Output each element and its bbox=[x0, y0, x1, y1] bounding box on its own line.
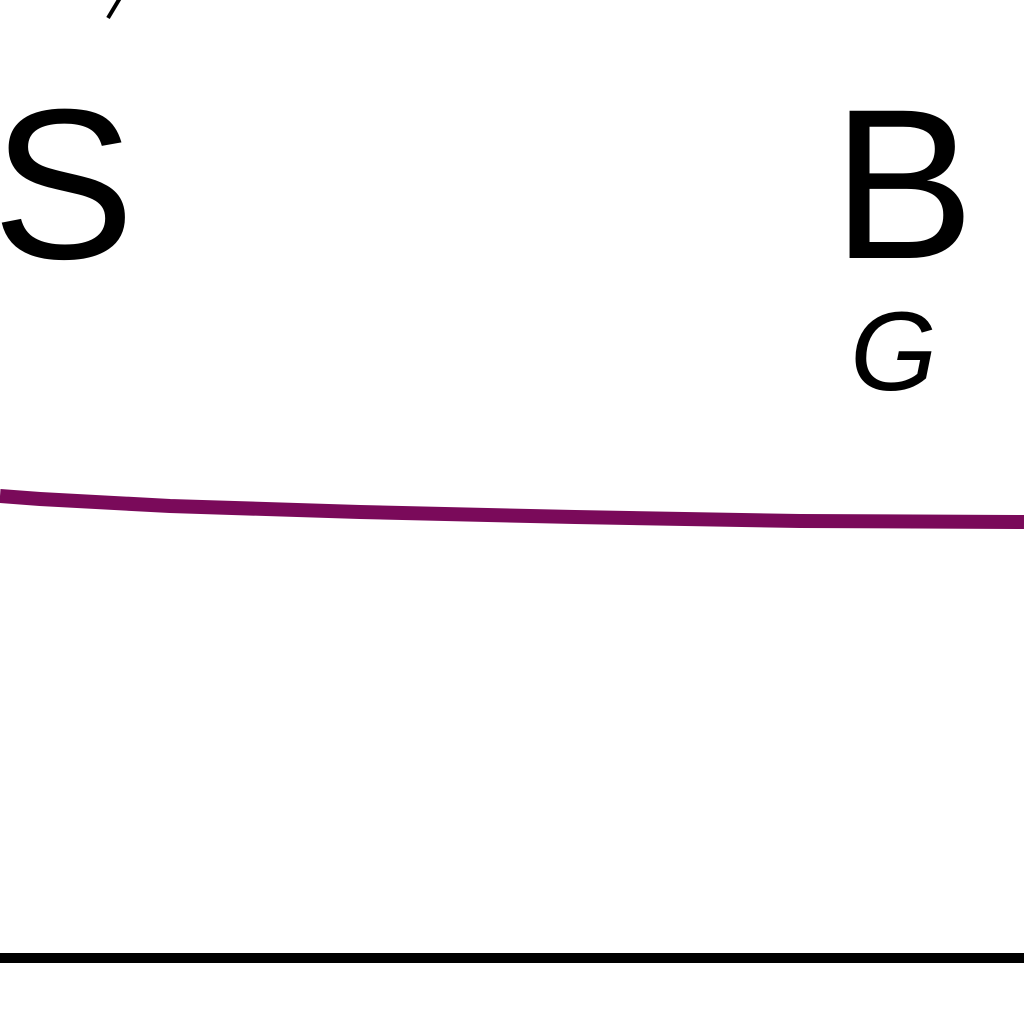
purple-curve bbox=[0, 489, 1024, 529]
label-b: B bbox=[832, 65, 975, 304]
partial-glyph-top bbox=[106, 0, 122, 20]
label-s: S bbox=[0, 65, 135, 304]
label-g: G bbox=[850, 289, 938, 414]
